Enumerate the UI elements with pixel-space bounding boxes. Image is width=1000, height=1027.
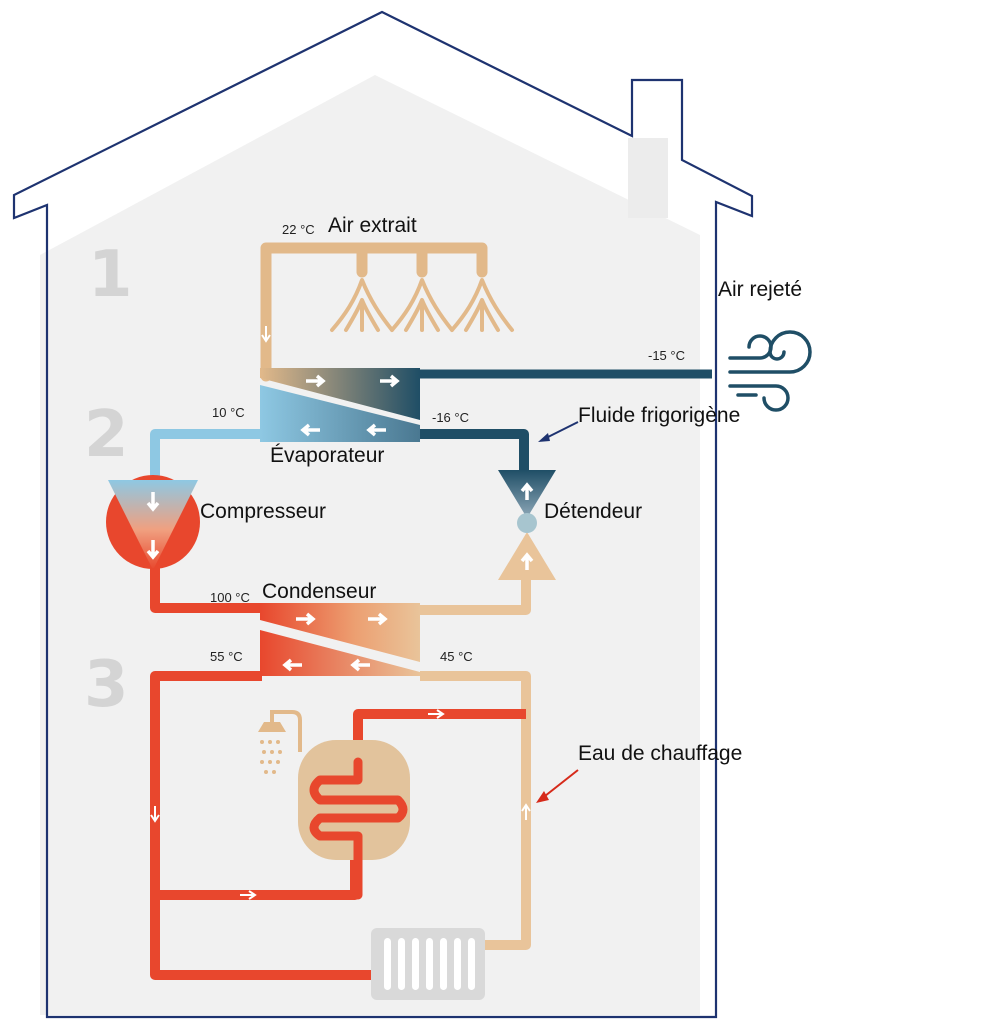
evap-arrow-1 — [306, 374, 326, 388]
air-down-arrow — [261, 326, 271, 343]
label-condenseur: Condenseur — [262, 580, 376, 603]
temp-water-return: 45 °C — [440, 649, 473, 664]
air-extract-loop — [260, 242, 488, 382]
wind-icon — [728, 330, 812, 412]
water-arrow-right-1 — [240, 890, 257, 900]
tank-coil — [309, 757, 408, 900]
label-detendeur: Détendeur — [544, 500, 642, 523]
step-number-1: 1 — [88, 238, 133, 312]
refrigerant-warm-return — [420, 580, 531, 615]
temp-water-hot: 55 °C — [210, 649, 243, 664]
compressor-arrow-1 — [146, 492, 160, 512]
evap-arrow-3 — [300, 423, 320, 437]
water-arrow-down — [150, 806, 160, 823]
air-intake-arrows — [330, 278, 514, 332]
water-arrow-up — [521, 803, 531, 820]
eau-pointer-head — [536, 791, 549, 803]
step-number-3: 3 — [84, 648, 129, 722]
evaporator-lower — [260, 385, 420, 442]
cond-arrow-2 — [368, 612, 388, 626]
temp-air-extrait: 22 °C — [282, 222, 315, 237]
cond-arrow-1 — [296, 612, 316, 626]
house-shadow — [40, 75, 700, 1015]
temp-cond-in: 100 °C — [210, 590, 250, 605]
compressor-arrow-2 — [146, 540, 160, 560]
refrigerant-cold-return — [420, 429, 529, 472]
label-air-extrait: Air extrait — [328, 214, 417, 237]
fluide-pointer-head — [538, 433, 550, 442]
valve-arrow-bottom — [520, 552, 534, 570]
house-outline — [12, 10, 754, 1019]
label-eau-chauffage: Eau de chauffage — [578, 742, 742, 765]
refrigerant-hot-line — [150, 568, 262, 613]
cond-arrow-3 — [282, 658, 302, 672]
expansion-valve-center — [517, 513, 537, 533]
water-arrow-right-2 — [428, 709, 445, 719]
temp-air-rejete: -15 °C — [648, 348, 685, 363]
label-evaporateur: Évaporateur — [270, 444, 384, 467]
refrigerant-to-compressor — [150, 429, 260, 478]
valve-arrow-top — [520, 482, 534, 500]
cond-arrow-4 — [350, 658, 370, 672]
step-number-2: 2 — [84, 398, 129, 472]
label-fluide: Fluide frigorigène — [578, 404, 740, 427]
temp-evap-out: -16 °C — [432, 410, 469, 425]
label-compresseur: Compresseur — [200, 500, 326, 523]
radiator-icon — [371, 928, 485, 1000]
hot-water-supply — [150, 671, 375, 980]
chimney-shadow — [628, 138, 668, 218]
evap-arrow-2 — [380, 374, 400, 388]
evap-arrow-4 — [366, 423, 386, 437]
fluide-pointer — [545, 421, 579, 439]
eau-pointer — [544, 769, 579, 797]
compressor-funnel — [108, 480, 198, 570]
temp-evap-in: 10 °C — [212, 405, 245, 420]
label-air-rejete: Air rejeté — [718, 278, 802, 301]
shower-icon — [258, 710, 302, 774]
